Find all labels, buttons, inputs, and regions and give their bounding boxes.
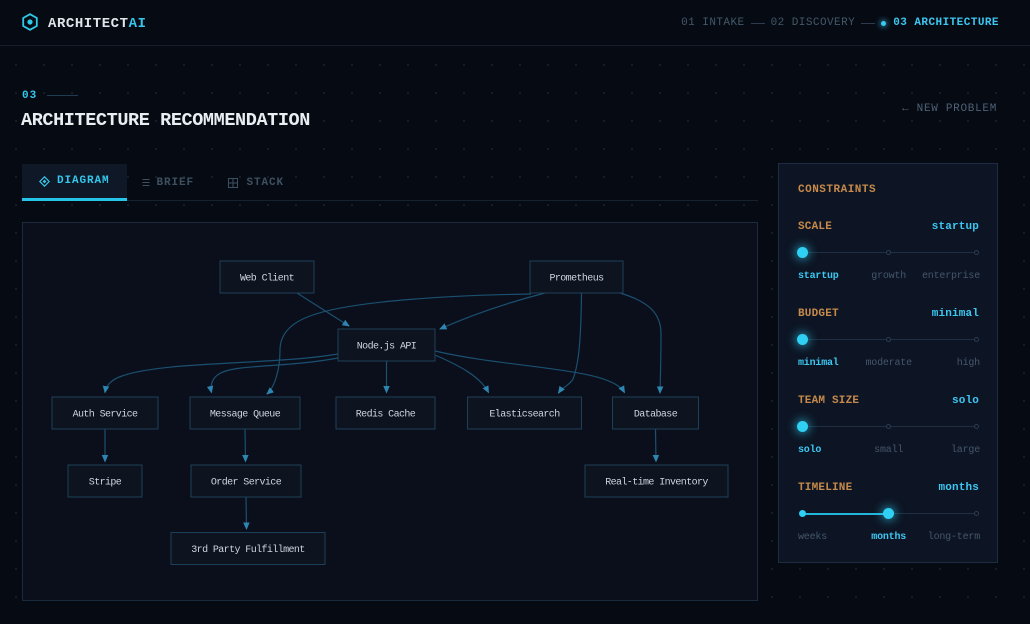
svg-text:3rd Party Fulfillment: 3rd Party Fulfillment bbox=[191, 544, 304, 556]
svg-text:Web Client: Web Client bbox=[240, 273, 294, 285]
svg-text:Real-time Inventory: Real-time Inventory bbox=[605, 477, 708, 489]
svg-text:Redis Cache: Redis Cache bbox=[356, 409, 416, 421]
svg-text:Order Service: Order Service bbox=[211, 477, 282, 489]
svg-text:Database: Database bbox=[634, 409, 678, 421]
svg-text:Node.js API: Node.js API bbox=[357, 341, 416, 353]
svg-text:Stripe: Stripe bbox=[89, 477, 122, 489]
svg-text:Auth Service: Auth Service bbox=[73, 409, 138, 421]
svg-text:Elasticsearch: Elasticsearch bbox=[489, 409, 560, 421]
svg-text:Prometheus: Prometheus bbox=[549, 273, 604, 285]
svg-text:Message Queue: Message Queue bbox=[210, 410, 281, 421]
